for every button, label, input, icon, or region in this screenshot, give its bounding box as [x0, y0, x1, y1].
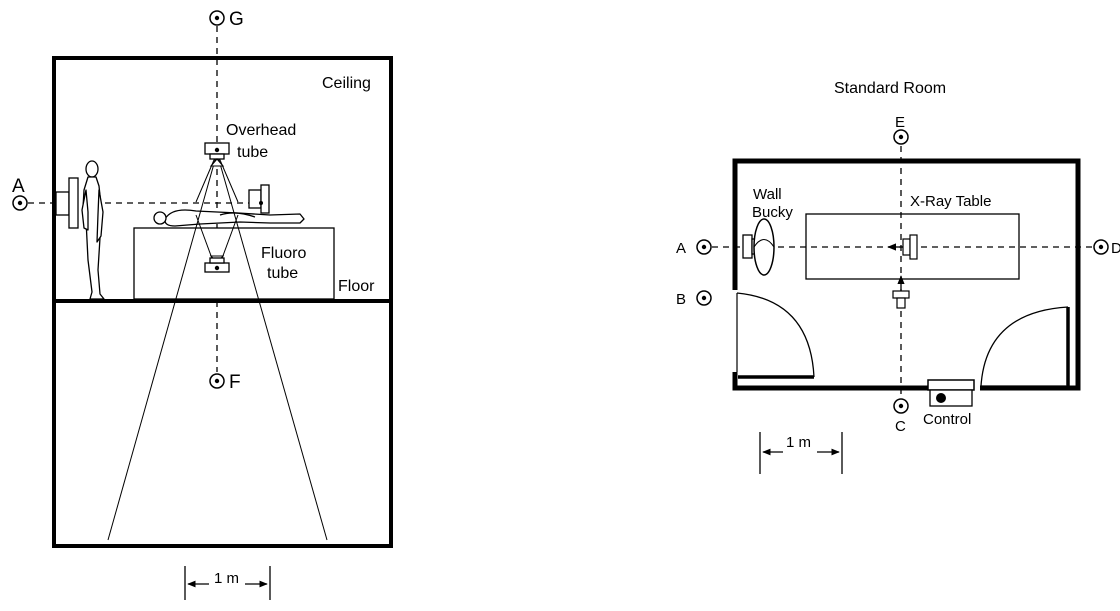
point-d-marker: [1093, 239, 1109, 255]
left-elevation-diagram: G A F Ceiling Floor: [12, 9, 393, 600]
room-walls: [732, 158, 1081, 391]
label-ceiling: Ceiling: [322, 75, 371, 92]
label-fluoro-tube-1: Fluoro: [261, 245, 306, 262]
door-left: [736, 292, 815, 379]
door-right: [980, 306, 1070, 387]
label-xray-table: X-Ray Table: [910, 193, 991, 210]
scale-label-right: 1 m: [786, 434, 811, 451]
scale-bar-right: [759, 432, 843, 474]
overhead-tube-plan-icon: [887, 234, 918, 260]
control-console-icon: [927, 379, 975, 407]
scale-bar-left: [184, 566, 271, 600]
label-control: Control: [923, 411, 971, 428]
label-overhead-tube-2: tube: [237, 144, 268, 161]
label-fluoro-tube-2: tube: [267, 265, 298, 282]
patient-lying-icon: [153, 209, 305, 227]
wall-bucky-plan: [742, 218, 775, 276]
label-overhead-tube-1: Overhead: [226, 122, 296, 139]
xray-table-side: [133, 227, 335, 300]
scale-label-left: 1 m: [214, 570, 239, 587]
fluoro-tube-icon: [204, 255, 230, 273]
standing-person-icon: [81, 160, 105, 300]
point-b-marker: [696, 290, 712, 306]
point-a-marker-left: [12, 195, 28, 211]
label-d: D: [1111, 240, 1120, 257]
label-f: F: [229, 372, 241, 393]
label-g: G: [229, 9, 244, 30]
lateral-tube-icon: [248, 184, 270, 214]
xray-table-plan: [805, 213, 1020, 280]
label-a-right: A: [676, 240, 686, 257]
label-a-left: A: [12, 176, 25, 197]
point-c-marker: [893, 398, 909, 414]
right-title: Standard Room: [834, 80, 946, 97]
label-wall: Wall: [753, 186, 782, 203]
point-g-marker: [209, 10, 225, 26]
point-e-marker: [893, 129, 909, 145]
label-e: E: [895, 114, 905, 131]
label-bucky: Bucky: [752, 204, 793, 221]
label-floor: Floor: [338, 278, 375, 295]
point-f-marker: [209, 373, 225, 389]
point-a-marker-right: [696, 239, 712, 255]
right-plan-diagram: Standard Room E A: [676, 80, 1120, 474]
overhead-tube-icon: [204, 142, 230, 167]
label-c: C: [895, 418, 906, 435]
lateral-tube-plan-icon: [892, 275, 910, 309]
label-b: B: [676, 291, 686, 308]
wall-bucky-left: [55, 177, 79, 229]
